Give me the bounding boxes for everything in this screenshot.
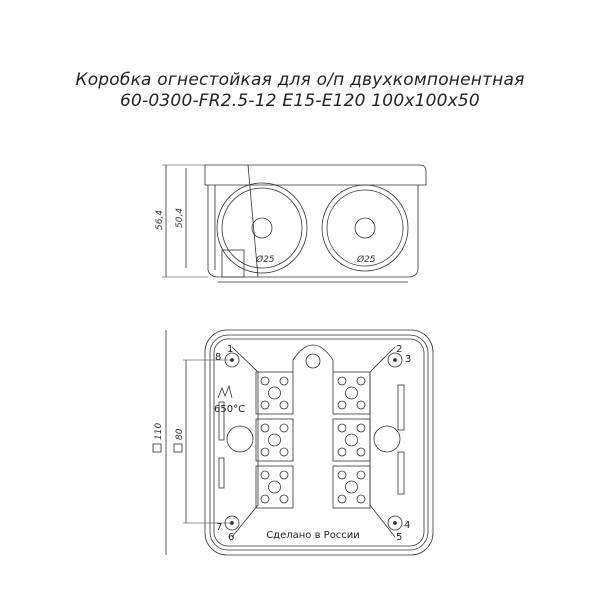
corner-number-1: 1 — [227, 344, 233, 355]
center-tab — [292, 344, 334, 372]
terminal-screw — [279, 494, 289, 504]
corner-screws — [224, 352, 403, 531]
terminal-screw — [260, 447, 270, 457]
square-symbol — [152, 443, 162, 453]
corner-number-2: 2 — [396, 344, 402, 355]
terminal-screw — [260, 376, 270, 386]
terminal-screw — [356, 400, 366, 410]
cable-entry-right-hole — [354, 217, 376, 239]
cable-entry-left-inner — [221, 187, 303, 269]
center-screw — [305, 353, 321, 369]
corner-small-number-tr: 3 — [405, 354, 411, 365]
terminal-block-body — [255, 371, 294, 415]
cable-entry-left-hole — [251, 217, 273, 239]
fuse-upper — [397, 384, 405, 431]
flame-icon — [217, 384, 233, 399]
terminal-screw — [279, 447, 289, 457]
terminal-block — [255, 465, 294, 509]
corner-small-number-tl: 8 — [215, 352, 221, 363]
corner-small-number-bl: 7 — [216, 522, 222, 533]
corner-screw — [387, 352, 403, 368]
terminal-screw — [356, 376, 366, 386]
box-outline-outer — [204, 329, 434, 556]
cable-entry-right-inner — [326, 189, 404, 267]
terminal-screw — [260, 400, 270, 410]
terminal-screw — [279, 470, 289, 480]
terminal-center-screw — [345, 480, 358, 494]
terminal-screw — [337, 447, 347, 457]
cable-entry-left — [216, 182, 308, 274]
terminal-screw — [279, 400, 289, 410]
terminal-block — [332, 465, 371, 509]
screw-icon-lower — [218, 457, 225, 489]
terminal-screw — [337, 376, 347, 386]
side-screw-boss — [221, 249, 245, 278]
terminal-block-body — [332, 371, 371, 415]
entry-left-diameter: Ø25 — [255, 254, 275, 265]
terminal-block — [255, 371, 294, 415]
section-line — [247, 164, 259, 278]
terminal-screw — [356, 423, 366, 433]
terminal-center-screw — [268, 480, 281, 494]
side-body — [207, 185, 419, 278]
terminal-blocks — [255, 371, 371, 509]
corner-screw-center — [393, 521, 397, 525]
terminal-center-screw — [345, 386, 358, 400]
box-outline-inner — [213, 338, 425, 547]
terminal-block-body — [332, 418, 371, 462]
corner-small-number-br: 4 — [404, 520, 410, 531]
terminal-block-body — [255, 418, 294, 462]
terminal-screw — [337, 494, 347, 504]
corner-screw-center — [393, 358, 397, 362]
corner-screw — [387, 515, 403, 531]
dim-outer-size: 110 — [154, 423, 164, 440]
terminal-screw — [337, 470, 347, 480]
terminal-screw — [337, 400, 347, 410]
mounting-plate-edges — [231, 346, 396, 538]
terminal-screw — [279, 423, 289, 433]
dim-inner-height: 50,4 — [175, 208, 185, 228]
entry-right-diameter: Ø25 — [356, 254, 376, 265]
side-lid — [204, 164, 427, 186]
made-in-russia-label: Сделано в России — [266, 530, 360, 541]
terminal-block — [255, 418, 294, 462]
terminal-screw — [356, 447, 366, 457]
side-view: 56,4 50,4 Ø25 Ø25 — [155, 164, 427, 283]
terminal-screw — [279, 376, 289, 386]
terminal-screw — [260, 494, 270, 504]
terminal-center-screw — [345, 433, 358, 447]
bottom-view: 650°C 1 2 5 6 8 3 4 7 Сделано в России 1… — [152, 329, 434, 556]
drawing-title-line-1: Коробка огнестойкая для о/п двухкомпонен… — [75, 70, 525, 90]
dim-outer-height: 56,4 — [155, 210, 165, 230]
side-boss-left — [226, 425, 254, 453]
drawing-title-line-2: 60-0300-FR2.5-12 E15-E120 100х100х50 — [120, 91, 480, 111]
corner-number-6: 6 — [228, 532, 234, 543]
terminal-block-body — [255, 465, 294, 509]
terminal-screw — [337, 423, 347, 433]
terminal-block — [332, 371, 371, 415]
terminal-screw — [356, 470, 366, 480]
terminal-screw — [260, 423, 270, 433]
terminal-screw — [356, 494, 366, 504]
temperature-label: 650°C — [214, 404, 245, 415]
cable-entry-right — [321, 184, 409, 272]
screw-icon-upper — [218, 401, 225, 441]
square-symbol — [173, 443, 183, 453]
side-boss-right — [373, 425, 401, 453]
fuse-lower — [397, 451, 405, 495]
terminal-block-body — [332, 465, 371, 509]
corner-number-5: 5 — [396, 532, 402, 543]
box-outline-mid — [209, 334, 429, 551]
terminal-center-screw — [268, 386, 281, 400]
terminal-block — [332, 418, 371, 462]
terminal-screw — [260, 470, 270, 480]
dim-inner-size: 80 — [175, 428, 185, 440]
terminal-center-screw — [268, 433, 281, 447]
